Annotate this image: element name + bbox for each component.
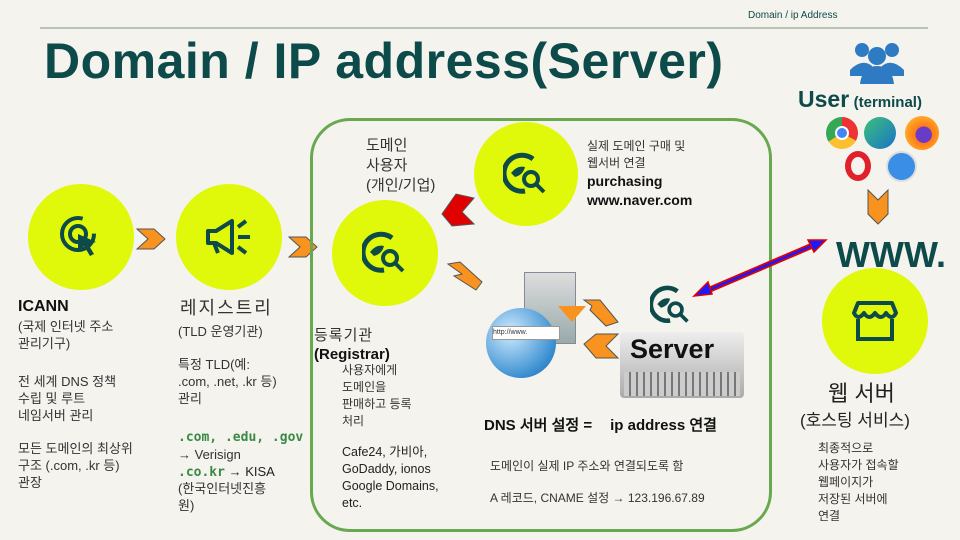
icann-heading: ICANN [18,298,69,315]
dns-record: A 레코드, CNAME 설정 → 123.196.67.89 [490,491,705,505]
bidirectional-arrow-icon [691,239,828,297]
dns-globe-server-image: http://www. [484,270,604,390]
user-label: User [798,86,850,112]
domain-user-label: 도메인 사용자 (개인/기업) [366,137,436,194]
registry-heading: 레지스트리 [180,298,273,318]
edge-icon [864,117,896,149]
www-label: WWW. [836,234,946,275]
registry-code-2: .co.kr [178,465,225,480]
registry-code-1-target: → Verisign [178,447,241,462]
webserver-label: 웹 서버 [828,381,895,406]
page-title: Domain / IP address(Server) [44,33,724,89]
globe-search-icon [650,285,689,324]
registrar-circle [332,200,438,306]
chrome-icon [826,117,858,149]
registry-code-1: .com, .edu, .gov [178,430,304,445]
dns-setting-b: ip address 연결 [610,417,717,434]
icann-desc2: 모든 도메인의 최상위 구조 (.com, .kr 등) 관장 [18,441,133,490]
webserver-sub: (호스팅 서비스) [800,411,910,430]
breadcrumb: Domain / ip Address [748,10,838,21]
registry-code-2-line: .co.kr → KISA [178,463,275,481]
webserver-circle [822,268,928,374]
server-label: Server [630,334,715,364]
registrar-examples: Cafe24, 가비아, GoDaddy, ionos Google Domai… [342,445,439,510]
user-heading: User (terminal) [798,86,922,113]
registry-sub: (TLD 운영기관) [178,324,263,339]
arrow-chevron-icon [136,228,166,250]
globe-search-icon [362,231,405,273]
safari-icon [886,151,917,182]
user-sub: (terminal) [853,94,922,111]
dns-desc: 도메인이 실제 IP 주소와 연결되도록 함 [490,459,684,473]
arrow-chevron-icon [582,299,619,327]
server-image [620,332,744,398]
arrow-down-chevron-icon [867,188,889,225]
icann-circle [28,184,134,290]
registry-code-2-org: (한국인터넷진흥 원) [178,481,267,513]
storefront-icon [852,301,898,341]
red-arrow-icon [441,193,476,227]
dns-setting-a: DNS 서버 설정 = [484,417,593,434]
domain-user-desc: 실제 도메인 구매 및 웹서버 연결 [587,139,686,170]
header-divider [40,27,928,29]
globe-search-icon [503,152,546,194]
registrar-desc: 사용자에게 도메인을 판매하고 등록 처리 [342,363,412,428]
dns-url-bar: http://www. [492,326,560,340]
firefox-icon [905,116,939,150]
registry-circle [176,184,282,290]
registrar-label: 등록기관 [314,327,374,344]
users-group-icon [850,43,904,84]
registrar-group-box [310,118,772,532]
opera-icon [845,151,871,181]
arrow-chevron-icon [446,261,483,291]
icann-desc1: 전 세계 DNS 정책 수립 및 루트 네임서버 관리 [18,374,117,423]
domain-user-purchase: purchasing www.naver.com [587,173,693,208]
registry-code-2-target: → KISA [224,464,275,479]
registry-desc: 특정 TLD(예: .com, .net, .kr 등) 관리 [178,357,277,406]
cursor-click-icon [60,216,96,256]
dns-setting-line: DNS 서버 설정 = ip address 연결 [484,414,717,435]
webserver-desc: 최종적으로 사용자가 접속할 웹페이지가 저장된 서버에 연결 [818,441,899,523]
megaphone-icon [206,219,250,255]
icann-sub: (국제 인터넷 주소 관리기구) [18,319,114,351]
registrar-label-en: (Registrar) [314,346,390,363]
domain-user-circle [474,122,578,226]
arrow-chevron-icon [583,333,620,359]
